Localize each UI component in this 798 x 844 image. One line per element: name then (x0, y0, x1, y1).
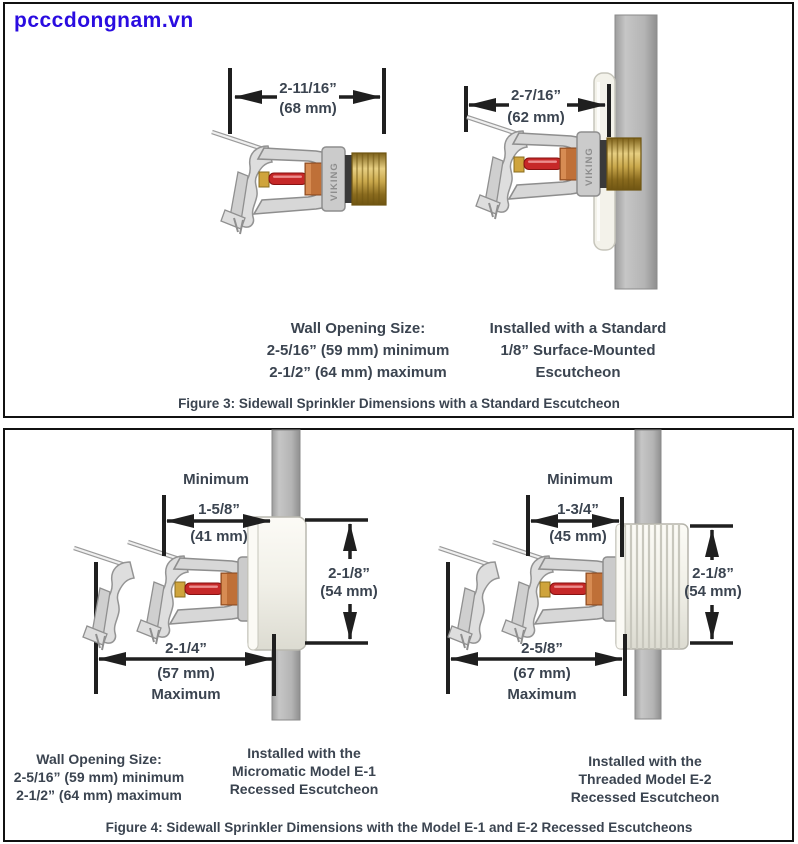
note-line: 2-1/2” (64 mm) maximum (269, 364, 447, 381)
fig3-installed-note: Installed with a Standard 1/8” Surface-M… (478, 318, 678, 384)
note-line: 2-5/16” (59 mm) minimum (13, 769, 185, 785)
watermark-link[interactable]: pcccdongnam.vn (14, 9, 194, 32)
fig3-wall-opening-note: Wall Opening Size: 2-5/16” (59 mm) minim… (248, 318, 468, 384)
fig4-e1-note: Installed with the Micromatic Model E-1 … (204, 744, 404, 798)
note-line: 2-5/16” (59 mm) minimum (266, 342, 450, 359)
fig4-e2-note: Installed with the Threaded Model E-2 Re… (545, 752, 745, 806)
note-line: Micromatic Model E-1 (232, 763, 376, 779)
figure3-caption: Figure 3: Sidewall Sprinkler Dimensions … (178, 396, 620, 411)
note-line: Recessed Escutcheon (570, 789, 720, 805)
note-line: Escutcheon (535, 364, 621, 381)
note-line: Installed with the (247, 745, 361, 761)
note-line: Threaded Model E-2 (578, 771, 712, 787)
figure3-panel (3, 2, 794, 418)
figure4-caption: Figure 4: Sidewall Sprinkler Dimensions … (105, 820, 693, 835)
note-line: 2-1/2” (64 mm) maximum (16, 787, 182, 803)
note-line: Wall Opening Size: (290, 320, 426, 337)
note-line: 1/8” Surface-Mounted (500, 342, 656, 359)
note-line: Installed with a Standard (489, 320, 667, 337)
note-line: Recessed Escutcheon (229, 781, 379, 797)
note-line: Installed with the (588, 753, 702, 769)
note-line: Wall Opening Size: (36, 751, 162, 767)
fig4-wall-opening-note: Wall Opening Size: 2-5/16” (59 mm) minim… (0, 750, 198, 804)
